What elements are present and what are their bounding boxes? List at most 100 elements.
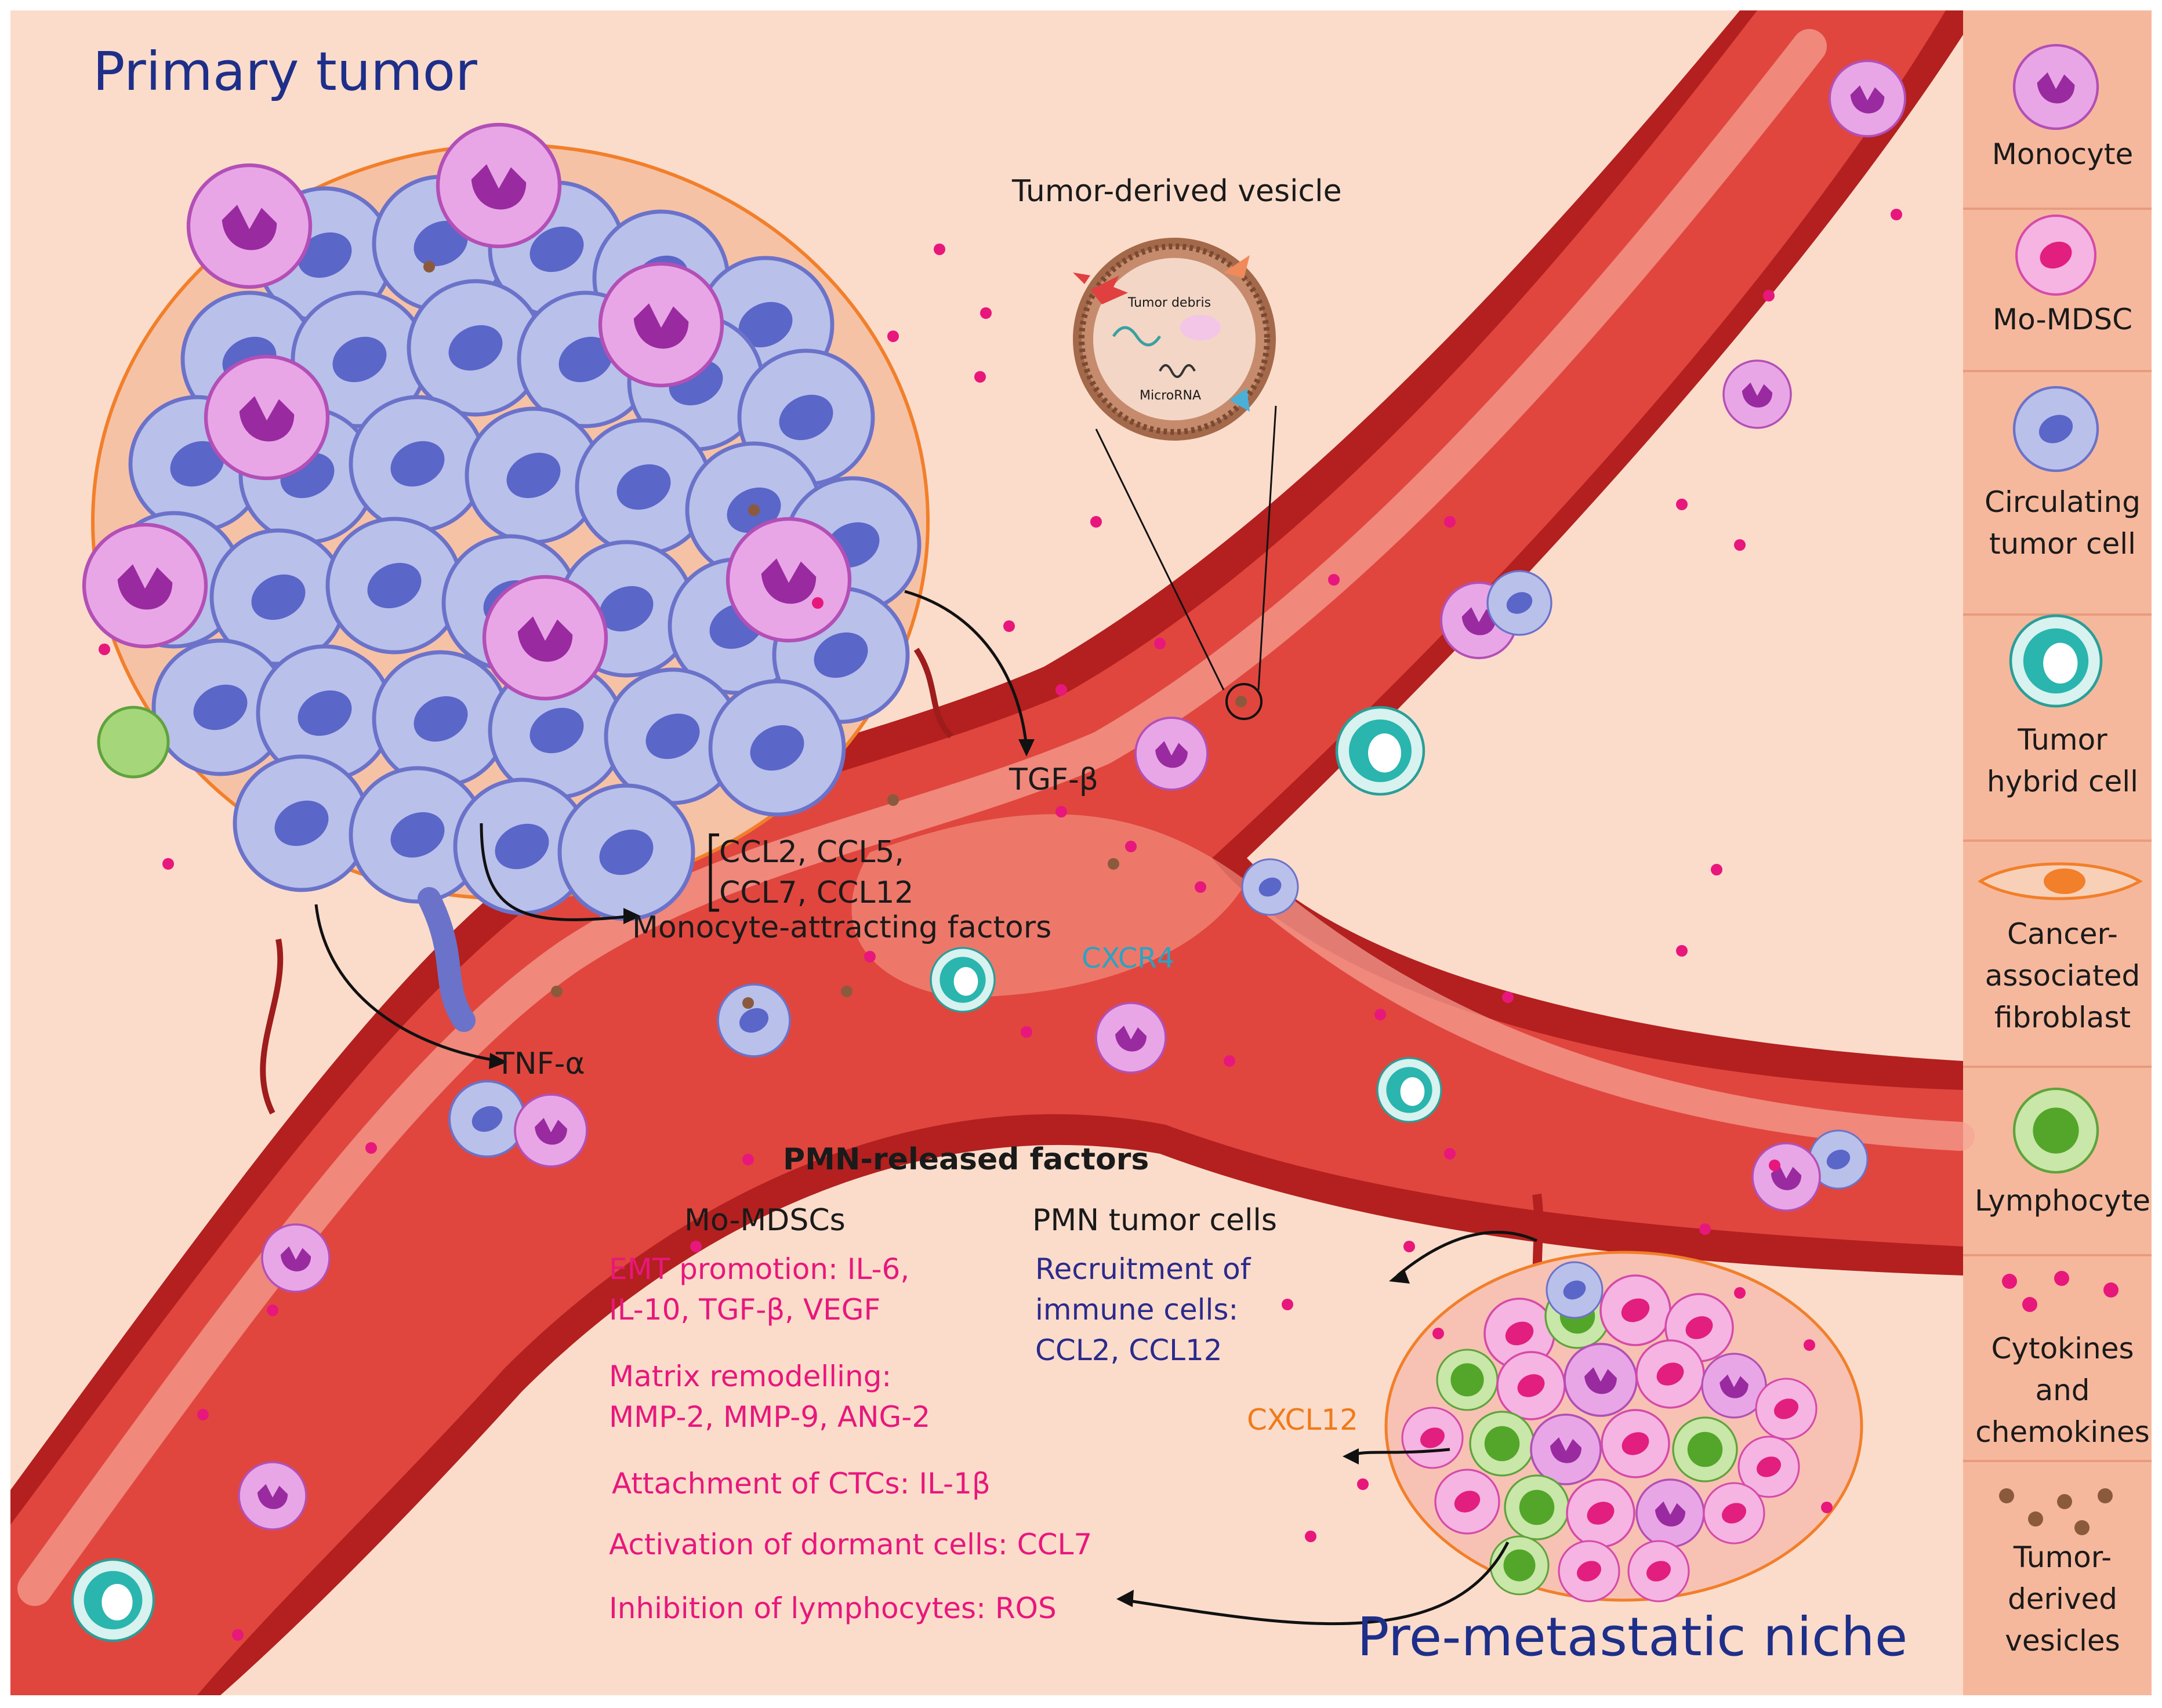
cytokine-dot (197, 1409, 209, 1420)
zoom-line-left (1095, 428, 1225, 691)
mdsc-item-3: Attachment of CTCs: IL-1β (612, 1467, 991, 1500)
mdsc-item-1-line2: IL-10, TGF-β, VEGF (609, 1293, 881, 1327)
cytokine-dot (1444, 1148, 1456, 1160)
cytokine-dot (1734, 539, 1746, 551)
cytokine-dot (690, 1241, 702, 1252)
monocyte (1095, 1002, 1167, 1074)
receptor-blue (1229, 388, 1250, 412)
vesicle-microrna-label: MicroRNA (1140, 388, 1202, 403)
cytokine-dot (1769, 1160, 1780, 1171)
ccl-line1-label: CCL2, CCL5, (719, 835, 904, 870)
hybrid-cell (1376, 1057, 1442, 1123)
tumor-cell (575, 418, 713, 556)
monocyte (598, 261, 724, 388)
arrowheads (489, 739, 1410, 1607)
vesicle-dot (551, 986, 563, 997)
cxcl12-label: CXCL12 (1247, 1403, 1358, 1437)
legend-cytokines-line3: chemokines (1975, 1415, 2150, 1449)
arrow-tnf-alpha (314, 904, 499, 1063)
mo-mdsc (1755, 1378, 1818, 1440)
legend-vesicle-dot (2028, 1511, 2043, 1527)
ccl-line2-label: CCL7, CCL12 (719, 875, 914, 910)
zoom-line-right (1257, 405, 1277, 691)
monocyte (1751, 1142, 1821, 1212)
vessel-highlight (17, 29, 1827, 1606)
tumor-capillary-2 (913, 648, 953, 739)
legend-label-monocyte: Monocyte (1963, 133, 2162, 175)
cytokine-dot (1328, 574, 1340, 586)
cytokine-dot (887, 330, 899, 342)
mo-mdsc (1566, 1478, 1635, 1548)
mo-mdsc (1703, 1482, 1765, 1545)
arrow-monocyte-factors (480, 823, 633, 921)
vesicle-inner (1093, 258, 1256, 420)
cytokine-dot (1021, 1026, 1032, 1038)
cytokine-dot (1676, 499, 1688, 510)
vesicle-dot (841, 986, 853, 997)
tumor-cell (256, 644, 394, 782)
cytokine-dot (1403, 1241, 1415, 1252)
cytokine-dot (1734, 1287, 1746, 1299)
cytokine-dots (99, 209, 1902, 1641)
mo-mdsc (1496, 1351, 1566, 1420)
debris-fragment-red (1090, 275, 1128, 304)
cytokine-dot (1003, 620, 1015, 632)
legend-hybrid-line1: Tumor (2018, 723, 2107, 757)
legend-ctc-line2: tumor cell (1989, 527, 2136, 561)
legend-cytokine-dot (2103, 1282, 2119, 1298)
arrowhead-cxcl12 (1343, 1448, 1359, 1464)
primary-tumor-title: Primary tumor (93, 41, 477, 103)
cytokine-dot (267, 1304, 278, 1316)
hybrid-cell (71, 1558, 155, 1642)
tumor-cell (291, 290, 429, 428)
tnf-alpha-label: TNF-α (496, 1046, 585, 1081)
tumor-lymphocyte (97, 706, 170, 779)
vessel-highlight-lower (1261, 890, 1975, 1151)
tumor-cell (372, 175, 510, 312)
tumor-item-line1: Recruitment of (1035, 1252, 1251, 1286)
cytokine-dot (1763, 290, 1775, 301)
debris-blob (1180, 315, 1221, 340)
tumor-cell (151, 638, 289, 776)
legend-label-mo-mdsc: Mo-MDSC (1963, 299, 2162, 340)
vesicle-dot (423, 261, 435, 272)
cytokine-dot (1891, 209, 1902, 220)
monocyte (1530, 1413, 1602, 1485)
monocyte-attracting-label: Monocyte-attracting factors (632, 910, 1052, 945)
legend-vesicles-line3: vesicles (2005, 1624, 2120, 1658)
legend-cytokine-dot (2054, 1271, 2069, 1286)
mo-mdsc (1601, 1409, 1670, 1478)
cytokine-dot (1055, 806, 1067, 817)
vesicle-zoom (1073, 238, 1277, 720)
vesicle-dot (1235, 696, 1247, 707)
mdsc-item-4: Activation of dormant cells: CCL7 (609, 1528, 1093, 1561)
cytokine-dot (812, 597, 824, 609)
cytokine-dot (1821, 1502, 1833, 1513)
monocyte (514, 1093, 588, 1168)
tumor-cell (708, 679, 846, 817)
vesicle-dot (742, 997, 754, 1009)
cytokine-dot (365, 1142, 377, 1154)
niche-cells (1401, 1274, 1818, 1602)
cytokine-dot (1711, 864, 1722, 875)
arrowhead-inhibition (1116, 1590, 1134, 1607)
tumor-cell (349, 395, 487, 533)
legend-ctc-line1: Circulating (1985, 485, 2141, 519)
cytokine-dot (1444, 516, 1456, 528)
monocyte (261, 1223, 331, 1293)
mdsc-item-1-line1: EMT promotion: IL-6, (609, 1252, 910, 1286)
legend-vesicle-dot (2057, 1494, 2072, 1509)
monocyte (1829, 60, 1906, 137)
monocyte (186, 163, 313, 289)
pre-metastatic-niche-mass (1384, 1251, 1863, 1602)
mo-mdsc (1434, 1469, 1500, 1535)
cytokine-dot (1305, 1531, 1316, 1542)
cytokine-dot (1224, 1055, 1235, 1067)
arrow-tgf-beta (904, 590, 1028, 748)
legend-icons (1978, 43, 2143, 1535)
monocyte (2012, 43, 2099, 130)
mo-mdsc (1635, 1339, 1705, 1409)
legend-cytokine-dot (2002, 1274, 2017, 1289)
cytokine-dot (1090, 516, 1102, 528)
